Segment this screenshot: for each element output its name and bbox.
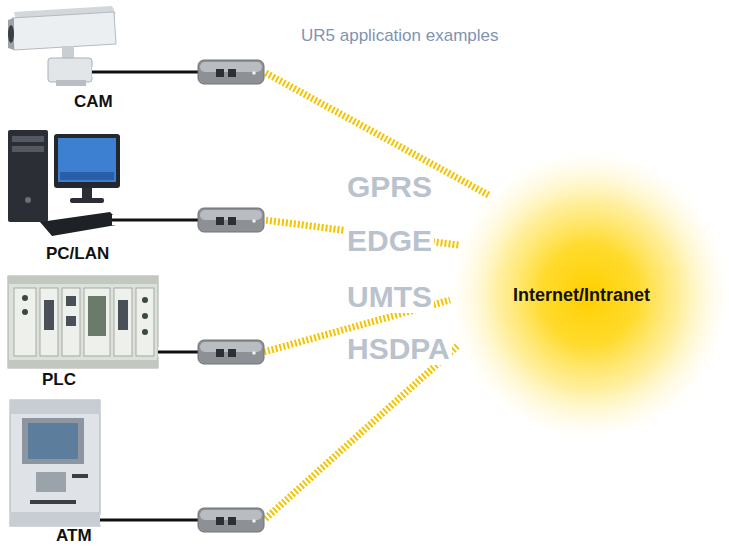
atm-picture xyxy=(10,400,100,526)
plc-picture xyxy=(22,295,28,301)
atm-picture xyxy=(36,472,66,492)
pc-picture xyxy=(12,136,44,142)
router-symbol xyxy=(198,60,264,84)
plc-picture xyxy=(14,288,36,356)
plc-picture xyxy=(8,276,158,284)
plc-picture xyxy=(84,288,110,356)
device-node: ATM xyxy=(4,398,114,546)
plc-picture xyxy=(22,309,28,315)
wireless-link xyxy=(126,72,488,195)
plc-picture xyxy=(142,297,148,303)
plc-picture xyxy=(8,276,158,368)
network-cloud: Internet/Intranet xyxy=(450,150,729,440)
atm-picture xyxy=(10,400,100,414)
router-symbol xyxy=(198,508,264,532)
router-symbol xyxy=(198,60,264,532)
pc-picture xyxy=(60,172,114,180)
plc-picture xyxy=(40,288,58,356)
device-label: CAM xyxy=(74,92,113,112)
atm-picture xyxy=(28,423,78,459)
wireless-link xyxy=(114,345,459,520)
router-symbol xyxy=(198,340,264,364)
pc-picture xyxy=(8,130,48,222)
atm-picture xyxy=(10,512,100,526)
plc-picture xyxy=(62,288,80,356)
device-label: ATM xyxy=(56,526,92,546)
plc-picture xyxy=(88,296,106,336)
atm-picture xyxy=(30,500,76,504)
device-node: PLC xyxy=(4,272,160,390)
router-symbol xyxy=(198,208,264,232)
plc-picture xyxy=(114,288,132,356)
network-standard: GPRS xyxy=(345,170,434,203)
atm-picture xyxy=(72,474,88,478)
cable-line xyxy=(92,67,200,77)
camera-picture xyxy=(56,80,86,86)
plc-picture xyxy=(66,296,76,306)
cable-line xyxy=(112,219,200,222)
atm-picture xyxy=(22,418,84,464)
cable-line xyxy=(92,72,200,520)
camera-picture xyxy=(8,18,14,50)
cable-line xyxy=(158,347,200,357)
plc-picture xyxy=(142,329,148,335)
device-node: PC/LAN xyxy=(4,124,126,264)
glow-shape xyxy=(450,150,729,440)
plc-picture xyxy=(44,300,54,330)
pc-picture xyxy=(25,197,31,203)
plc-picture xyxy=(8,276,158,368)
plc-picture xyxy=(142,313,148,319)
device-node: CAM xyxy=(4,4,126,112)
device-label: PLC xyxy=(42,370,76,390)
pc-picture xyxy=(82,188,92,198)
connector-group xyxy=(114,72,488,520)
device-label: PC/LAN xyxy=(46,244,109,264)
plc-picture xyxy=(118,300,128,330)
pc-picture xyxy=(54,134,120,188)
pc-picture xyxy=(70,198,104,203)
network-standard: UMTS xyxy=(345,280,434,313)
plc-picture xyxy=(8,360,158,368)
pc-picture xyxy=(12,146,44,152)
camera-picture xyxy=(8,25,14,43)
pc-picture xyxy=(40,212,122,236)
pc-picture xyxy=(8,130,122,236)
network-standard: HSDPA xyxy=(345,332,452,365)
plc-picture xyxy=(66,316,76,326)
diagram-title: UR5 application examples xyxy=(301,26,499,46)
pc-picture xyxy=(58,138,116,182)
atm-picture xyxy=(10,400,100,526)
camera-picture xyxy=(48,58,92,82)
cable-line xyxy=(158,351,200,354)
network-label: Internet/Intranet xyxy=(513,285,650,305)
cable-line xyxy=(92,71,200,74)
camera-picture xyxy=(12,12,116,50)
cable-line xyxy=(100,519,200,522)
cable-line xyxy=(100,515,200,525)
cable-line xyxy=(112,215,200,225)
network-standard: EDGE xyxy=(345,224,434,257)
plc-picture xyxy=(136,288,154,356)
